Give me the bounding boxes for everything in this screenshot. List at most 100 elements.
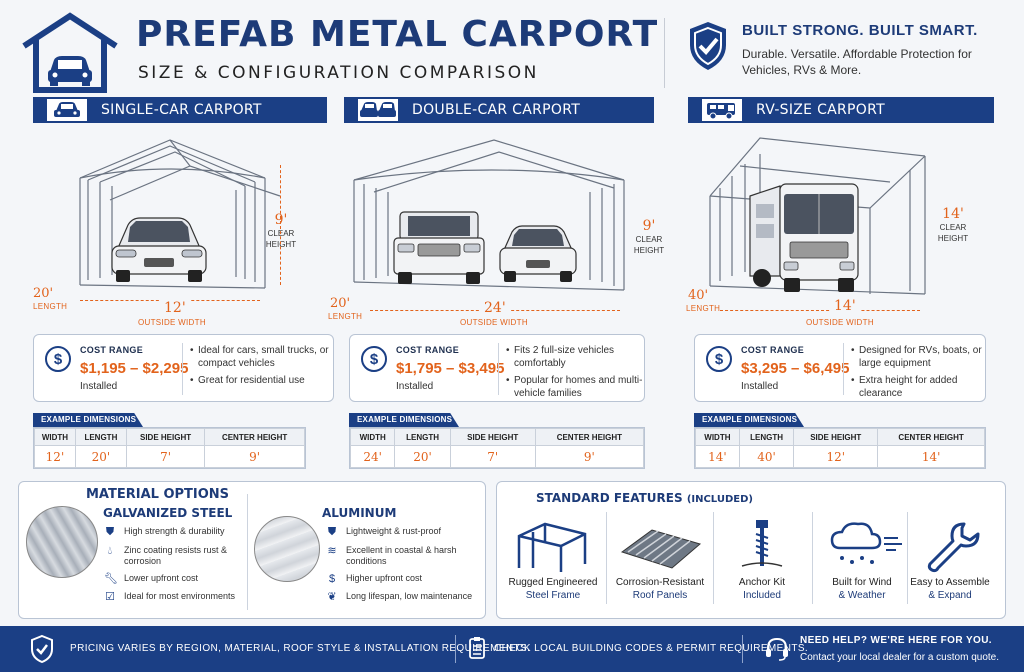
table-cell: 20' bbox=[394, 445, 451, 468]
headset-icon bbox=[764, 636, 790, 667]
height-value: 9' bbox=[642, 218, 656, 234]
features-title-text: STANDARD FEATURES bbox=[536, 491, 683, 505]
list-item: ❦Long lifespan, low maintenance bbox=[326, 591, 481, 603]
table-cell: 7' bbox=[449, 445, 536, 468]
shield-check-icon bbox=[30, 634, 54, 669]
feature-label: Corrosion-Resistant bbox=[615, 577, 705, 588]
header-divider bbox=[664, 18, 665, 88]
height-arrow bbox=[280, 165, 282, 285]
col-header: WIDTH bbox=[349, 428, 396, 446]
single-car-width-value: 12' bbox=[160, 300, 190, 316]
two-cars-icon bbox=[356, 97, 400, 123]
price-range: $1,795 – $3,495 bbox=[396, 360, 505, 377]
table-cell: 12' bbox=[793, 445, 879, 468]
footer-pricing-note: PRICING VARIES BY REGION, MATERIAL, ROOF… bbox=[70, 643, 531, 654]
col-header: LENGTH bbox=[738, 428, 795, 446]
single-car-dimension-table: WIDTH LENGTH SIDE HEIGHT CENTER HEIGHT 1… bbox=[33, 427, 306, 469]
dollar-icon: $ bbox=[328, 573, 336, 585]
single-car-illustration bbox=[40, 130, 300, 300]
footer-divider bbox=[742, 635, 743, 663]
col-header: SIDE HEIGHT bbox=[125, 428, 206, 446]
tagline-text: Durable. Versatile. Affordable Protectio… bbox=[742, 47, 972, 77]
rv-width-label: OUTSIDE WIDTH bbox=[806, 318, 874, 327]
steel-title: GALVANIZED STEEL bbox=[103, 506, 233, 520]
shield-check-icon bbox=[686, 20, 730, 77]
leaf-icon: ❦ bbox=[327, 591, 337, 603]
waves-icon: ≋ bbox=[327, 545, 337, 557]
standard-features-panel bbox=[496, 481, 1006, 619]
feature-divider bbox=[907, 512, 908, 604]
single-car-length-value: 20' bbox=[33, 286, 54, 301]
list-item-text: Lower upfront cost bbox=[124, 573, 199, 583]
double-car-cost-card: $ COST RANGE $1,795 – $3,495 Installed F… bbox=[349, 334, 645, 402]
shield-icon: ⛊ bbox=[327, 526, 337, 538]
double-car-title: DOUBLE-CAR CARPORT bbox=[412, 102, 581, 118]
rv-length-label: LENGTH bbox=[686, 304, 721, 313]
feature-divider bbox=[606, 512, 607, 604]
col-header: CENTER HEIGHT bbox=[534, 428, 645, 446]
feature-label: Roof Panels bbox=[632, 590, 688, 601]
aluminum-swatch bbox=[254, 516, 320, 582]
list-item-text: Lightweight & rust-proof bbox=[346, 526, 442, 536]
dollar-icon: $ bbox=[361, 346, 387, 372]
table-cell: 20' bbox=[74, 445, 127, 468]
feature-easy-assemble: Easy to Assemble& Expand bbox=[902, 512, 998, 612]
cost-label: COST RANGE bbox=[741, 345, 805, 355]
table-cell: 9' bbox=[534, 445, 645, 468]
weather-icon bbox=[830, 522, 902, 564]
cost-label: COST RANGE bbox=[80, 345, 144, 355]
double-car-length-value: 20' bbox=[330, 296, 351, 311]
double-car-length-label: LENGTH bbox=[328, 312, 363, 321]
list-item-text: Ideal for most environments bbox=[124, 591, 236, 601]
footer-help-text[interactable]: Contact your local dealer for a custom q… bbox=[800, 652, 999, 663]
feature-divider bbox=[713, 512, 714, 604]
height-label-1: CLEAR bbox=[939, 223, 967, 232]
col-header: CENTER HEIGHT bbox=[877, 428, 985, 446]
bullet-item: Extra height for added clearance bbox=[851, 374, 991, 400]
bullet-item: Fits 2 full-size vehicles comfortably bbox=[506, 344, 646, 370]
roof-panel-icon bbox=[620, 529, 702, 569]
table-cell: 9' bbox=[204, 445, 305, 468]
col-header: LENGTH bbox=[394, 428, 451, 446]
rv-icon bbox=[700, 97, 744, 123]
table-cell: 40' bbox=[738, 445, 795, 468]
feature-label: Built for Wind bbox=[832, 577, 892, 588]
double-car-width-value: 24' bbox=[480, 300, 510, 316]
col-header: LENGTH bbox=[74, 428, 127, 446]
example-dimensions-tab: EXAMPLE DIMENSIONS bbox=[694, 413, 804, 427]
col-header: WIDTH bbox=[34, 428, 76, 446]
dollar-icon: $ bbox=[45, 346, 71, 372]
height-label-2: HEIGHT bbox=[633, 246, 665, 255]
feature-bullets: Designed for RVs, boats, or large equipm… bbox=[851, 344, 991, 404]
standard-features-title: STANDARD FEATURES (INCLUDED) bbox=[536, 491, 753, 505]
list-item: ≋Excellent in coastal & harsh conditions bbox=[326, 545, 481, 567]
col-header: WIDTH bbox=[695, 428, 740, 446]
dollar-icon: $ bbox=[706, 346, 732, 372]
list-item: ⛊High strength & durability bbox=[104, 526, 244, 538]
feature-bullets: Ideal for cars, small trucks, or compact… bbox=[190, 344, 330, 391]
feature-wind-weather: Built for Wind & Weather bbox=[814, 512, 910, 612]
example-dimensions-tab: EXAMPLE DIMENSIONS bbox=[349, 413, 459, 427]
single-car-length-label: LENGTH bbox=[33, 302, 68, 311]
table-cell: 14' bbox=[877, 445, 985, 468]
steel-swatch bbox=[26, 506, 98, 578]
table-cell: 12' bbox=[34, 445, 76, 468]
rv-illustration bbox=[700, 126, 940, 302]
feature-label: Included bbox=[743, 590, 781, 601]
height-label-1: CLEAR bbox=[267, 229, 295, 238]
footer-codes-note: CHECK LOCAL BUILDING CODES & PERMIT REQU… bbox=[494, 643, 809, 654]
table-cell: 24' bbox=[349, 445, 396, 468]
double-car-illustration bbox=[344, 132, 634, 300]
checkbox-icon: ☑ bbox=[105, 591, 115, 603]
wrench-icon bbox=[927, 522, 980, 573]
feature-bullets: Fits 2 full-size vehicles comfortably Po… bbox=[506, 344, 646, 404]
features-title-suffix: (INCLUDED) bbox=[686, 494, 753, 505]
feature-label: & Weather bbox=[838, 590, 886, 601]
width-arrow bbox=[720, 310, 920, 311]
shield-icon: ⛊ bbox=[105, 526, 115, 538]
feature-label: Steel Frame bbox=[525, 590, 581, 601]
list-item: ☑ Ideal for most environments bbox=[104, 591, 244, 603]
